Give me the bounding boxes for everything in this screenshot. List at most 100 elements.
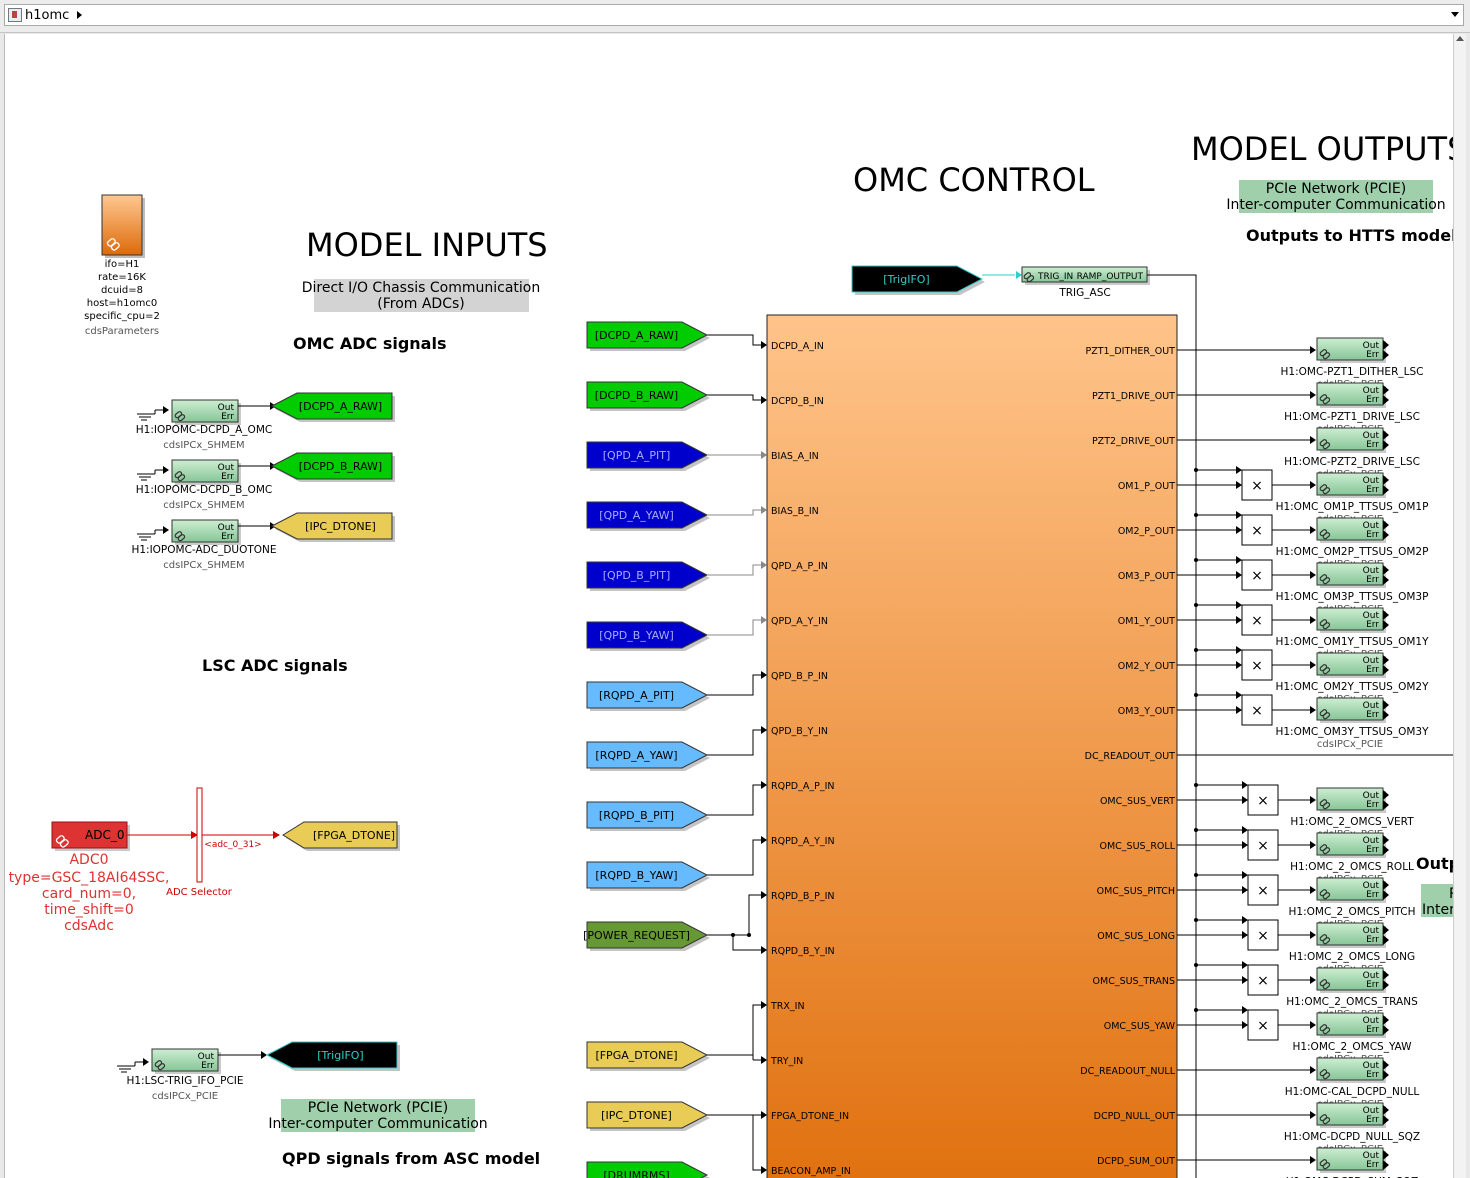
multiply-symbol: ×	[1251, 523, 1263, 539]
ipc-err-port: Err	[1366, 1025, 1379, 1035]
diagram-canvas[interactable]: MODEL INPUTS OMC CONTROL MODEL OUTPUTS D…	[4, 34, 1453, 1178]
multiply-block[interactable]: ×	[1241, 469, 1273, 501]
link-icon	[106, 238, 120, 251]
ipc-err-port: Err	[1366, 710, 1379, 720]
ipc-out-port: Out	[1363, 476, 1380, 486]
ipc-output-arrow	[1383, 1025, 1389, 1035]
ipc-output-arrow	[1383, 970, 1389, 980]
wire-arrow	[1310, 616, 1316, 624]
omc-input-port: QPD_A_P_IN	[771, 561, 828, 572]
link-icon	[1319, 799, 1331, 810]
from-tag-4[interactable]: [QPD_B_PIT]	[586, 561, 710, 591]
omc-input-port: BEACON_AMP_IN	[771, 1166, 851, 1177]
ground-icon	[137, 529, 163, 541]
ipc-output-name: H1:OMC-PZT2_DRIVE_LSC	[1284, 456, 1420, 468]
from-tag-6[interactable]: [RQPD_A_PIT]	[586, 681, 710, 711]
goto-tag-0[interactable]: [DCPD_A_RAW]	[270, 392, 395, 422]
from-tag-5[interactable]: [QPD_B_YAW]	[586, 621, 710, 651]
address-bar[interactable]: h1omc	[4, 4, 1464, 26]
multiply-block[interactable]: ×	[1241, 649, 1273, 681]
goto-tag-1[interactable]: [DCPD_B_RAW]	[270, 452, 395, 482]
adc-wire-arrow	[191, 831, 198, 839]
multiply-block[interactable]: ×	[1247, 1009, 1279, 1041]
adc-selector[interactable]: <adc_0_31> ADC Selector	[166, 787, 262, 898]
omc-input-port: TRX_IN	[770, 1001, 805, 1012]
signal-wire	[707, 784, 761, 816]
from-tag-9[interactable]: [RQPD_B_YAW]	[586, 861, 710, 891]
wire-arrow	[1236, 661, 1242, 669]
multiply-block[interactable]: ×	[1247, 784, 1279, 816]
ipc-output-arrow	[1383, 935, 1389, 945]
goto-fpga-dtone[interactable]: [FPGA_DTONE]	[282, 821, 400, 851]
multiply-block[interactable]: ×	[1247, 964, 1279, 996]
from-tag-7[interactable]: [RQPD_A_YAW]	[586, 741, 710, 771]
link-icon	[1319, 709, 1331, 720]
multiply-block[interactable]: ×	[1247, 874, 1279, 906]
signal-wire	[707, 674, 761, 696]
goto-trig-ifo[interactable]: [TrigIFO]	[265, 1041, 400, 1071]
from-tag-8[interactable]: [RQPD_B_PIT]	[586, 801, 710, 831]
from-trig-ifo[interactable]: [TrigIFO]	[851, 265, 985, 295]
breadcrumb-arrow-icon[interactable]	[77, 11, 82, 19]
from-tag-11[interactable]: [FPGA_DTONE]	[586, 1041, 710, 1071]
from-tag-2[interactable]: [QPD_A_PIT]	[586, 441, 710, 471]
omc-control-block[interactable]: DCPD_A_INDCPD_B_INBIAS_A_INBIAS_B_INQPD_…	[766, 314, 1178, 1178]
goto-tag-1-label: [DCPD_B_RAW]	[299, 460, 382, 473]
model-outputs-heading: MODEL OUTPUTS	[1191, 130, 1453, 168]
multiply-block[interactable]: ×	[1247, 829, 1279, 861]
from-tag-5-label: [QPD_B_YAW]	[599, 629, 674, 642]
from-tag-10[interactable]: [POWER_REQUEST]	[583, 921, 710, 951]
ipc-out-port: Out	[1363, 341, 1380, 351]
multiply-symbol: ×	[1251, 613, 1263, 629]
multiply-block[interactable]: ×	[1241, 514, 1273, 546]
multiply-symbol: ×	[1251, 478, 1263, 494]
multiply-block[interactable]: ×	[1241, 604, 1273, 636]
adc-block[interactable]: ADC_0 ADC0 type=GSC_18AI64SSC, card_num=…	[9, 821, 170, 934]
from-tag-0[interactable]: [DCPD_A_RAW]	[586, 321, 710, 351]
vertical-scrollbar[interactable]	[1453, 34, 1466, 1178]
from-tag-13[interactable]: [DRUMRMS]	[586, 1161, 710, 1178]
cds-parameters-block[interactable]: ifo=H1 rate=16K dcuid=8 host=h1omc0 spec…	[84, 194, 160, 337]
from-tag-3[interactable]: [QPD_A_YAW]	[586, 501, 710, 531]
scroll-up-icon[interactable]	[1456, 36, 1464, 41]
from-tag-12[interactable]: [IPC_DTONE]	[586, 1101, 710, 1131]
multiply-block[interactable]: ×	[1241, 694, 1273, 726]
breadcrumb[interactable]: h1omc	[25, 8, 70, 23]
multiply-block[interactable]: ×	[1241, 559, 1273, 591]
ipc-output-name: H1:OMC_2_OMCS_YAW	[1292, 1041, 1412, 1053]
wire-branch-dot	[1194, 603, 1198, 607]
dropdown-arrow-icon[interactable]	[1451, 12, 1459, 17]
from-tag-1[interactable]: [DCPD_B_RAW]	[586, 381, 710, 411]
from-tag-10-label: [POWER_REQUEST]	[583, 929, 690, 942]
multiply-block[interactable]: ×	[1247, 919, 1279, 951]
link-icon	[1319, 574, 1331, 585]
omc-output-port: OM1_Y_OUT	[1118, 616, 1175, 627]
link-icon	[1319, 529, 1331, 540]
wire-arrow	[761, 396, 767, 404]
multiply-symbol: ×	[1251, 568, 1263, 584]
goto-tag-2[interactable]: [IPC_DTONE]	[270, 512, 395, 542]
